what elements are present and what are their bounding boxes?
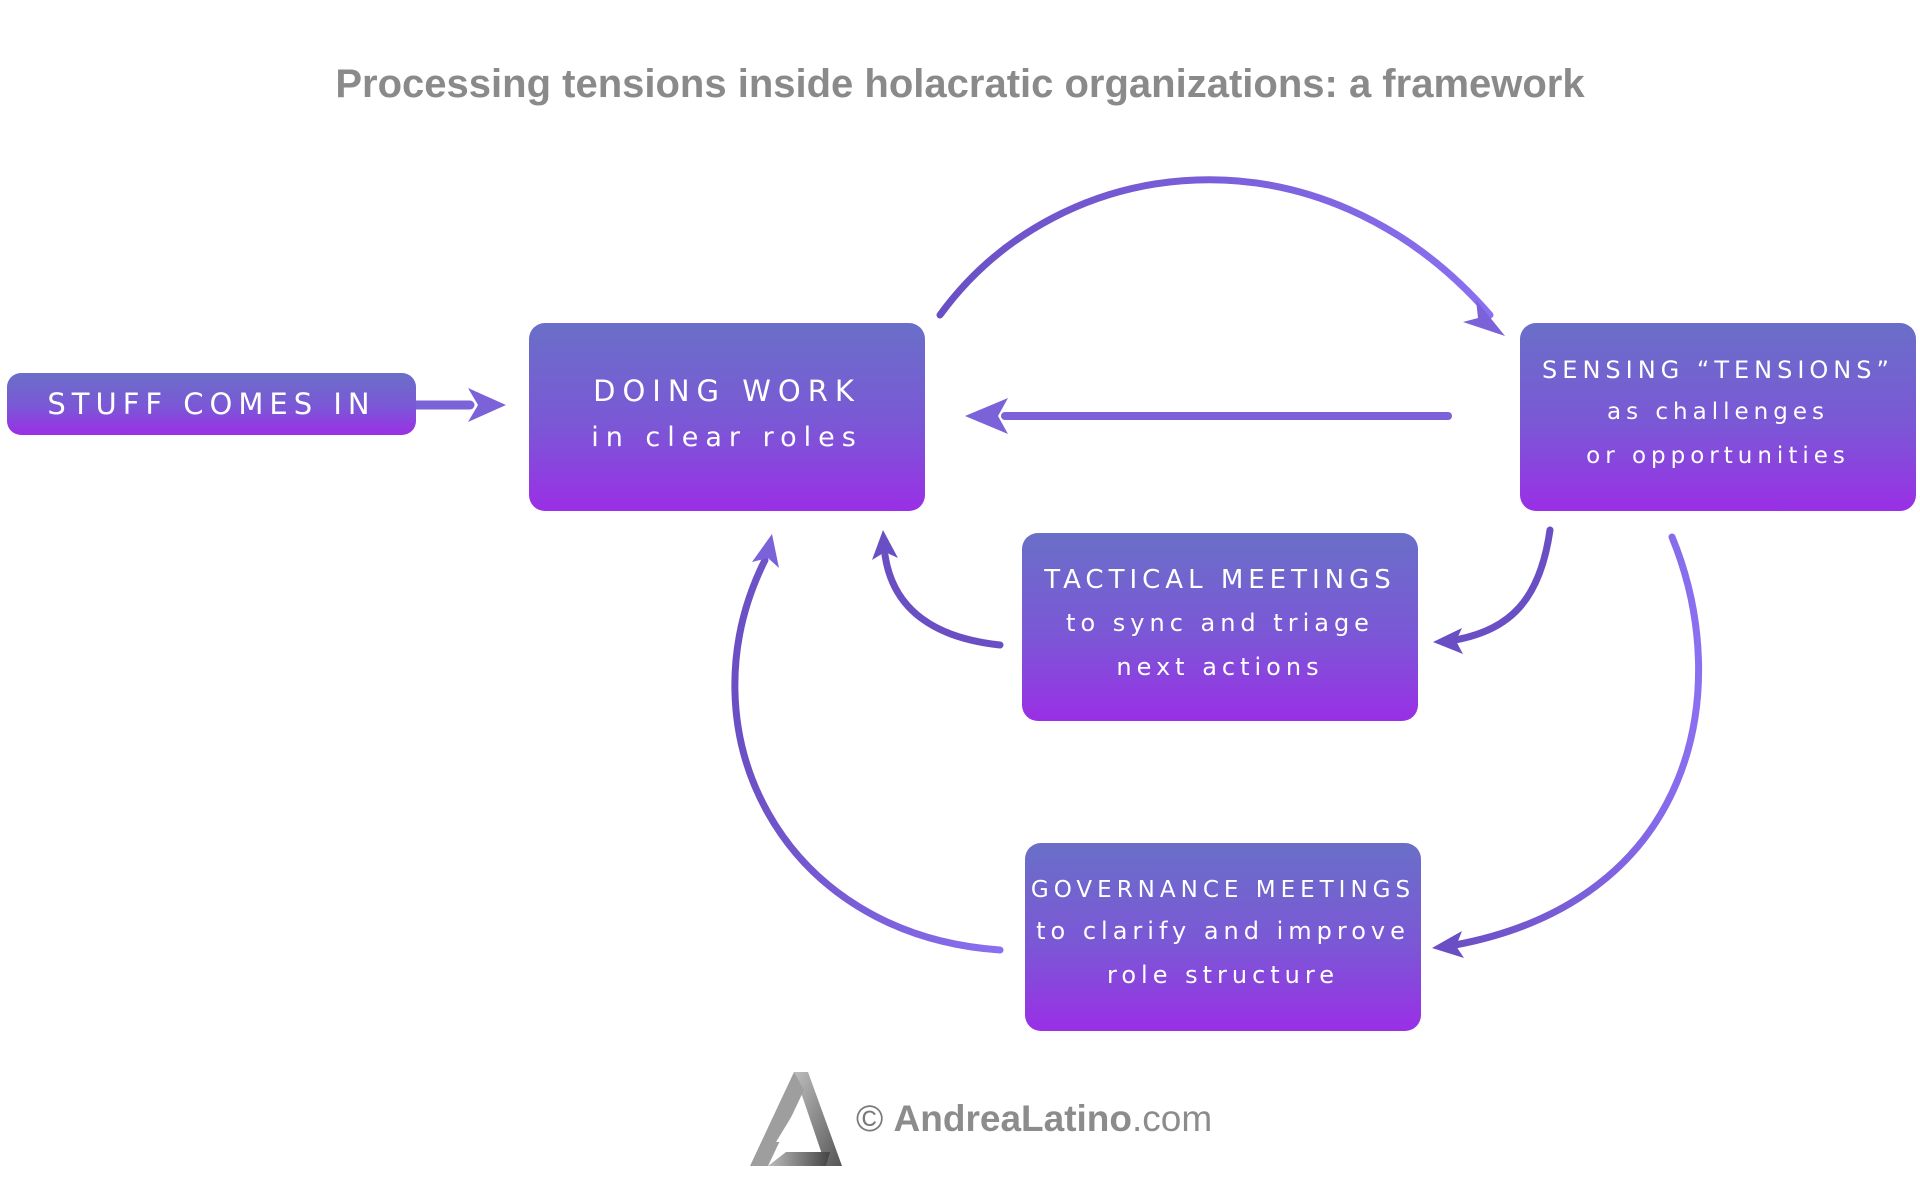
node-tactical-sub-line: next actions xyxy=(1116,653,1324,681)
footer-credit: © AndreaLatino.com xyxy=(746,1072,1226,1167)
node-governance-meetings: GOVERNANCE MEETINGS to clarify and impro… xyxy=(1025,843,1421,1031)
node-doing-work: DOING WORK in clear roles xyxy=(529,323,925,511)
node-governance-heading: GOVERNANCE MEETINGS xyxy=(1030,877,1416,903)
node-stuff-label: STUFF COMES IN xyxy=(47,387,376,421)
node-doing-subtitle: in clear roles xyxy=(591,416,863,460)
brand-name: AndreaLatino xyxy=(893,1098,1133,1139)
node-doing-heading: DOING WORK xyxy=(593,374,861,408)
node-governance-sub-line: role structure xyxy=(1107,961,1339,989)
arrow-governance-to-doing xyxy=(731,534,1004,954)
arrow-sensing-to-governance xyxy=(1432,533,1703,958)
node-tactical-sub-line: to sync and triage xyxy=(1066,609,1374,637)
copyright-text: © AndreaLatino.com xyxy=(856,1098,1212,1140)
arrow-sensing-to-doing xyxy=(965,398,1452,434)
node-governance-subtitle: to clarify and improve role structure xyxy=(1036,909,1410,997)
node-sensing-heading: SENSING “TENSIONS” xyxy=(1542,356,1894,384)
node-tactical-meetings: TACTICAL MEETINGS to sync and triage nex… xyxy=(1022,533,1418,721)
arrow-sensing-to-tactical xyxy=(1433,526,1554,654)
copyright-symbol: © xyxy=(856,1098,884,1139)
arrow-tactical-to-doing xyxy=(872,530,1004,649)
arrow-doing-to-sensing xyxy=(936,176,1505,336)
node-sensing-tensions: SENSING “TENSIONS” as challenges or oppo… xyxy=(1520,323,1916,511)
node-sensing-sub-line: or opportunities xyxy=(1586,443,1850,469)
node-tactical-heading: TACTICAL MEETINGS xyxy=(1044,565,1396,595)
node-governance-sub-line: to clarify and improve xyxy=(1036,917,1410,945)
diagram-title: Processing tensions inside holacratic or… xyxy=(335,62,1585,106)
arrow-stuff-to-doing xyxy=(411,388,506,422)
node-sensing-sub-line: as challenges xyxy=(1607,399,1829,425)
node-sensing-subtitle: as challenges or opportunities xyxy=(1586,390,1850,478)
node-doing-sub-line: in clear roles xyxy=(591,422,863,453)
brand-domain: .com xyxy=(1132,1098,1213,1139)
andrealatino-logo-icon xyxy=(750,1072,842,1166)
node-stuff-comes-in: STUFF COMES IN xyxy=(7,373,416,435)
node-tactical-subtitle: to sync and triage next actions xyxy=(1066,601,1374,689)
